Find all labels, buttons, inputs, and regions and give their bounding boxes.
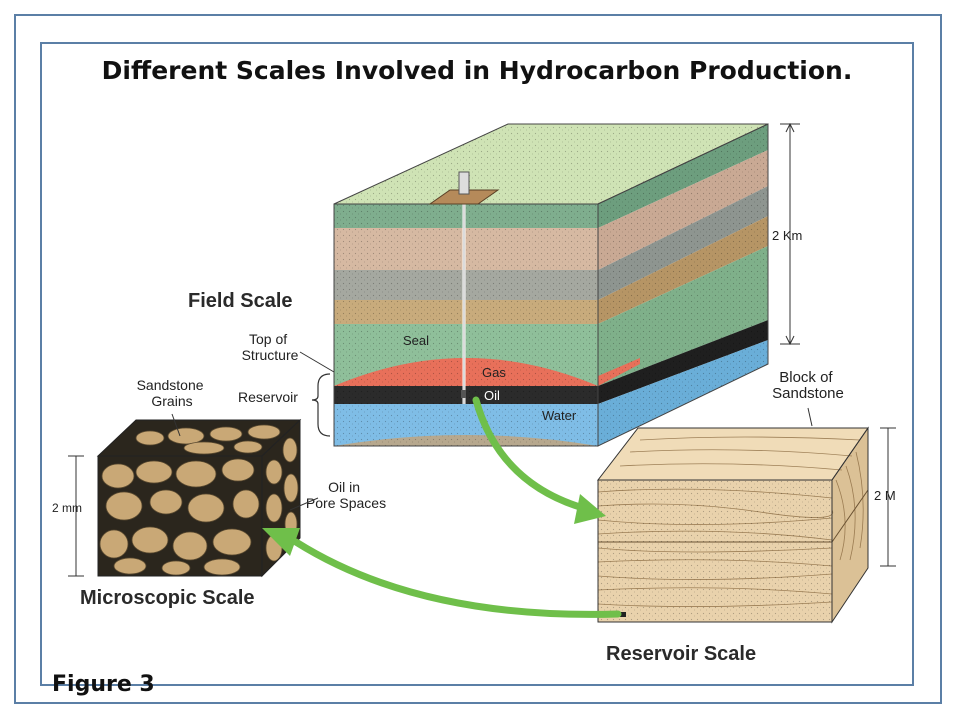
outer-frame	[14, 14, 942, 704]
reservoir-label: Reservoir	[238, 389, 298, 405]
field-scale-heading: Field Scale	[188, 290, 293, 312]
sandstone-grains-line-2: Grains	[151, 393, 192, 409]
field-height-dimension	[780, 122, 800, 346]
top-of-structure-line-2: Structure	[242, 347, 299, 363]
field-to-reservoir-arrow	[472, 396, 594, 514]
oil-in-pores-line: Oil in	[328, 479, 360, 495]
pores-leader	[289, 497, 319, 511]
water-label: Water	[542, 408, 577, 423]
reservoir-height-label: 2 M	[874, 488, 896, 503]
oil-label: Oil	[484, 388, 500, 403]
sandstone-grains-label: Sandstone Grains	[137, 377, 208, 409]
field-height-label: 2 Km	[772, 228, 802, 243]
oil-in-pores-line-2: Pore Spaces	[306, 495, 386, 511]
block-leader	[807, 407, 813, 427]
figure-label: Figure 3	[52, 672, 155, 697]
block-of-sandstone-label: Block of Sandstone	[772, 369, 844, 402]
gas-label: Gas	[482, 365, 506, 380]
sandstone-grains-line: Sandstone	[137, 377, 204, 393]
microscopic-scale-heading: Microscopic Scale	[80, 587, 255, 609]
reservoir-block	[596, 426, 869, 624]
reservoir-height-dimension	[880, 427, 896, 567]
reservoir-marker	[620, 612, 626, 617]
page-title: Different Scales Involved in Hydrocarbon…	[101, 56, 853, 85]
top-of-structure-label: Top of Structure	[242, 331, 299, 363]
seal-label: Seal	[403, 333, 429, 348]
reservoir-scale-heading: Reservoir Scale	[606, 643, 756, 665]
drill-pad	[428, 189, 500, 205]
drill-rig-icon	[458, 171, 470, 195]
top-of-structure-leader	[299, 351, 335, 373]
micro-height-label: 2 mm	[52, 501, 82, 515]
oil-in-pores-label: Oil in Pore Spaces	[306, 479, 386, 511]
block-of-sandstone-line-2: Sandstone	[772, 385, 844, 402]
field-to-reservoir-arrowhead	[574, 494, 606, 524]
reservoir-brace	[311, 373, 331, 437]
block-of-sandstone-line: Block of	[779, 369, 833, 386]
reservoir-to-micro-arrow	[292, 538, 622, 618]
top-of-structure-line: Top of	[249, 331, 287, 347]
micro-height-dimension	[68, 455, 84, 577]
micro-block	[96, 418, 302, 578]
grains-leader	[171, 413, 181, 437]
field-block	[333, 123, 769, 447]
reservoir-to-micro-arrowhead	[262, 528, 300, 556]
